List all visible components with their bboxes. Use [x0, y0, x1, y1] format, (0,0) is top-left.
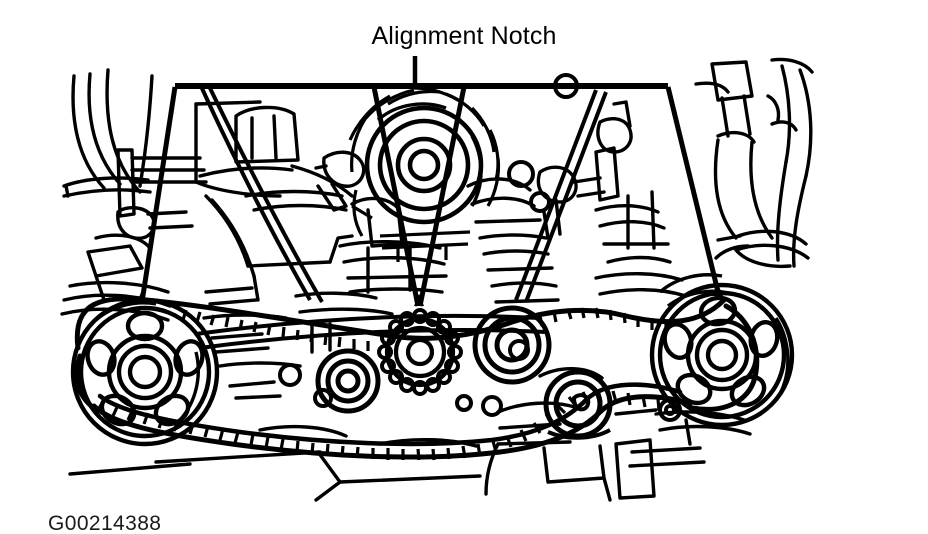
upper-idler-pulley — [348, 86, 501, 262]
leader-center-left — [371, 86, 421, 307]
leader-left — [139, 86, 178, 303]
leader-right — [665, 86, 722, 297]
left-camshaft-sprocket — [70, 297, 220, 447]
diagonal-casting-ribs — [195, 83, 608, 350]
lower-idler-pulley — [315, 348, 381, 414]
leader-center-right — [417, 86, 467, 307]
belt-teeth-upper-right — [538, 307, 668, 332]
belt-tensioner-pulley — [543, 369, 613, 440]
callout-leaders — [137, 56, 723, 307]
crankshaft-sprocket — [377, 308, 463, 396]
figure-id-watermark: G00214388 — [48, 512, 162, 534]
